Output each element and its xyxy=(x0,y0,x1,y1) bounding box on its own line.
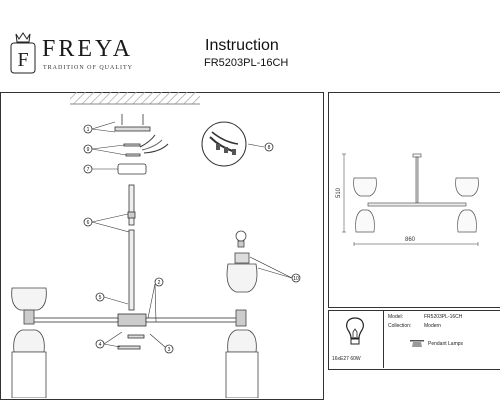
freya-crest-icon: F xyxy=(10,32,36,74)
collection-value: Modern xyxy=(424,323,441,329)
downrods xyxy=(127,184,136,311)
callout-8: 8 xyxy=(268,145,271,151)
right-lamp-exploded xyxy=(225,230,259,398)
light-bulb-icon xyxy=(346,317,364,345)
model-key: Model: xyxy=(388,314,404,320)
bulb-spec: 16xE27 60W xyxy=(332,356,361,362)
left-lamp-shade xyxy=(11,287,47,398)
callout-2: 2 xyxy=(158,280,161,286)
callout-4: 4 xyxy=(99,342,102,348)
pendant-lamp-icon xyxy=(410,340,424,347)
wiring-detail xyxy=(201,121,247,167)
callout-9: 9 xyxy=(87,147,90,153)
document-title: Instruction xyxy=(205,37,279,54)
type-label: Pendant Lamps xyxy=(428,341,464,347)
model-code: FR5203PL-16CH xyxy=(204,57,289,69)
callout-3: 3 xyxy=(168,347,171,353)
model-row: Model: FR5203PL-16CH xyxy=(388,314,462,320)
brand-tagline: TRADITION OF QUALITY xyxy=(43,65,133,71)
callout-6: 6 xyxy=(87,220,90,226)
brand-logo: F FREYA TRADITION OF QUALITY xyxy=(6,30,156,80)
callout-10: 10 xyxy=(293,276,299,282)
callout-1: 1 xyxy=(87,127,90,133)
collection-key: Collection: xyxy=(388,323,412,329)
callout-leaders xyxy=(91,121,293,348)
callout-5: 5 xyxy=(99,295,102,301)
wires xyxy=(139,134,169,154)
collection-row: Collection: Modern xyxy=(388,323,441,329)
callout-circles xyxy=(83,124,301,354)
assembly-diagram: 1 2 3 4 5 6 7 8 9 10 xyxy=(11,92,301,398)
svg-text:F: F xyxy=(17,49,28,71)
width-dimension: 860 xyxy=(405,237,416,243)
dimension-drawing xyxy=(342,153,479,246)
dimensions-frame xyxy=(328,92,500,308)
center-hub xyxy=(29,313,239,350)
callout-7: 7 xyxy=(87,167,90,173)
height-dimension: 510 xyxy=(336,187,343,199)
bulb-cell xyxy=(328,310,384,368)
canopy xyxy=(117,163,147,175)
brand-name: FREYA xyxy=(42,36,134,62)
model-value: FR5203PL-16CH xyxy=(424,314,463,320)
ceiling-hatch xyxy=(70,92,200,105)
